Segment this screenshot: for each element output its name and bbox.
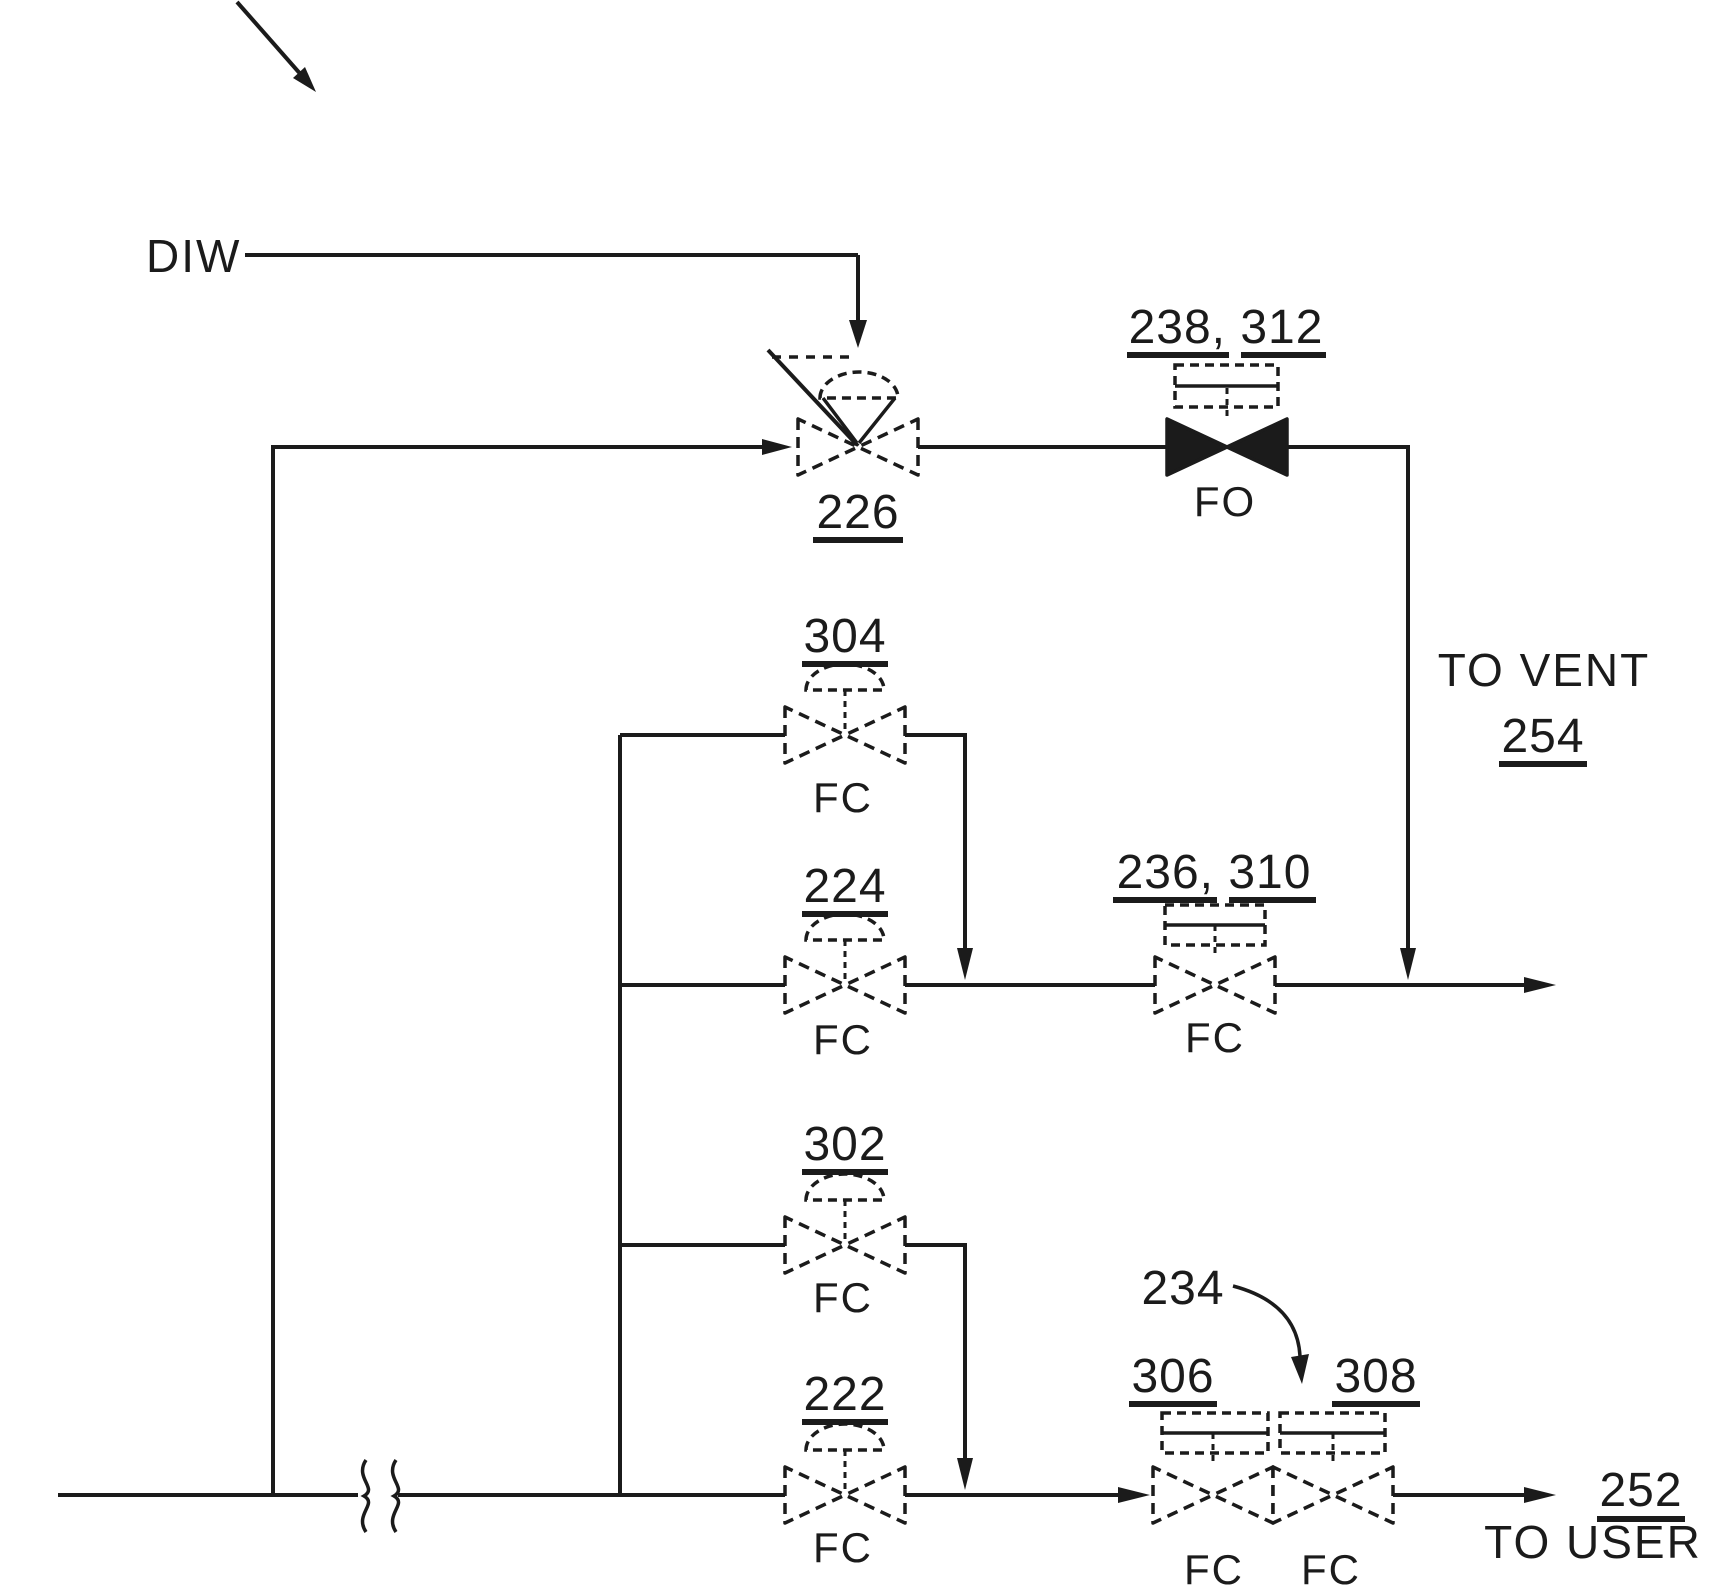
valve-226-body	[796, 417, 920, 477]
branch-224-line	[620, 977, 1556, 993]
branch-302-arrowhead	[957, 1458, 973, 1490]
branch-304-arrowhead	[957, 948, 973, 980]
valve-302-body	[783, 1215, 907, 1275]
valve-304-diaphragm-dome	[804, 662, 886, 692]
assembly-234-ref: 234	[1141, 1262, 1224, 1315]
valve-222-fail-label: FC	[813, 1524, 873, 1571]
valve-302: 302 FC	[783, 1118, 907, 1321]
figure-pointer-arrow	[235, 0, 316, 92]
recirculation-line	[271, 439, 792, 1495]
valve-238-312: 238, 312 FO	[1127, 301, 1326, 525]
diw-drop-arrowhead	[849, 320, 867, 348]
valve-236-310: 236, 310 FC	[1113, 846, 1316, 1061]
valve-226-diaphragm-dome	[818, 370, 900, 400]
branch-302-line	[620, 1243, 973, 1490]
valve-304-body	[783, 705, 907, 765]
valve-224-body	[783, 955, 907, 1015]
valve-306-ref: 306	[1131, 1350, 1214, 1403]
pipe-break-symbol	[360, 1459, 401, 1533]
valve-226-slash	[766, 348, 860, 448]
figure-pointer-arrowhead	[293, 67, 316, 92]
valve-238-312-ref: 238, 312	[1129, 301, 1324, 354]
valve-306: 306 FC	[1129, 1350, 1275, 1591]
valve-222-body	[783, 1465, 907, 1525]
recirculation-arrowhead	[762, 439, 792, 455]
main-feed-line	[58, 1487, 1556, 1503]
valve-226: 226	[766, 348, 920, 543]
valve-238-312-body	[1165, 417, 1289, 477]
valve-306-fail-label: FC	[1184, 1546, 1244, 1591]
valve-302-ref: 302	[803, 1118, 886, 1171]
valve-304-ref: 304	[803, 610, 886, 663]
assembly-234-leader-arrowhead	[1291, 1354, 1309, 1384]
valve-224: 224 FC	[783, 860, 907, 1063]
valve-236-310-body	[1153, 955, 1277, 1015]
assembly-234-callout: 234	[1141, 1262, 1309, 1384]
valve-306-body	[1151, 1465, 1275, 1525]
valve-302-diaphragm-dome	[804, 1172, 886, 1202]
feed-into-306-arrowhead	[1118, 1487, 1150, 1503]
user-destination-label: 252 TO USER	[1484, 1464, 1702, 1568]
valve-308-body	[1271, 1465, 1395, 1525]
diw-source-label: DIW	[146, 230, 241, 282]
valve-224-fail-label: FC	[813, 1016, 873, 1063]
valve-236-310-fail-label: FC	[1185, 1014, 1245, 1061]
vent-line-arrowhead	[1400, 948, 1416, 980]
valve-226-ref: 226	[816, 486, 899, 539]
vent-outlet-arrowhead	[1524, 977, 1556, 993]
diw-supply-line	[245, 253, 867, 348]
valve-224-ref: 224	[803, 860, 886, 913]
valve-224-diaphragm-dome	[804, 912, 886, 942]
valve-302-fail-label: FC	[813, 1274, 873, 1321]
valve-308-fail-label: FC	[1301, 1546, 1361, 1591]
vent-ref: 254	[1501, 710, 1584, 763]
vent-destination-label: TO VENT 254	[1438, 644, 1651, 767]
to-vent-label: TO VENT	[1438, 644, 1651, 696]
branch-304-line	[620, 733, 973, 980]
valve-238-312-fail-label: FO	[1194, 478, 1256, 525]
valve-304: 304 FC	[783, 610, 907, 821]
valve-308-ref: 308	[1334, 1350, 1417, 1403]
valve-222: 222 FC	[783, 1368, 907, 1571]
assembly-234-leader	[1232, 1284, 1302, 1357]
valve-226-bonnet	[821, 396, 897, 445]
valve-236-310-ref: 236, 310	[1117, 846, 1312, 899]
vent-line	[1288, 445, 1416, 980]
valve-304-fail-label: FC	[813, 774, 873, 821]
valve-222-ref: 222	[803, 1368, 886, 1421]
valve-308: 308 FC	[1271, 1350, 1420, 1591]
user-ref: 252	[1599, 1464, 1682, 1517]
to-user-label: TO USER	[1484, 1516, 1702, 1568]
user-outlet-arrowhead	[1524, 1487, 1556, 1503]
valve-222-diaphragm-dome	[804, 1422, 886, 1452]
